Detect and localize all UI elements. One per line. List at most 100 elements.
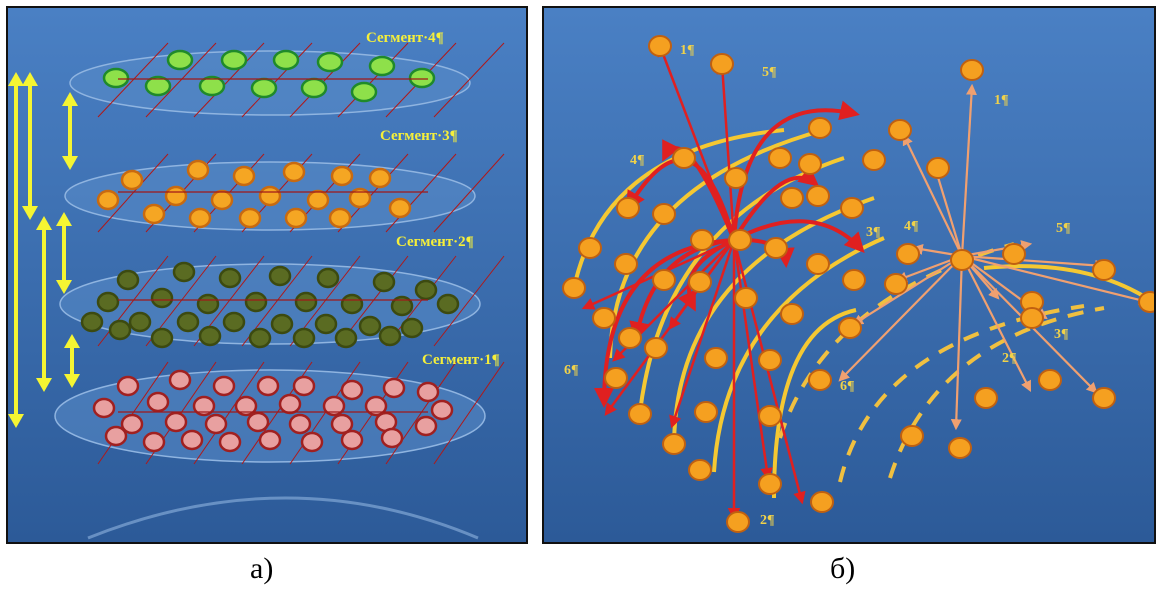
orange-arrow bbox=[931, 161, 964, 257]
segment-particle bbox=[120, 169, 144, 191]
segment-particle bbox=[328, 207, 352, 229]
orange-arrow bbox=[961, 254, 1151, 306]
red-curved-arrow bbox=[677, 238, 735, 312]
diagonal-line bbox=[193, 42, 265, 118]
segment-particle bbox=[116, 375, 140, 397]
segment-particle bbox=[430, 399, 454, 421]
segment-particle bbox=[270, 313, 294, 335]
orange-particle bbox=[628, 403, 652, 425]
segment-particle bbox=[176, 311, 200, 333]
segment-particle bbox=[180, 429, 204, 451]
orange-particle bbox=[614, 253, 638, 275]
segment-4-label: Сегмент·4¶ bbox=[366, 30, 444, 46]
orange-particle bbox=[758, 473, 782, 495]
right-label-2: 2¶ bbox=[1002, 351, 1017, 366]
diagonal-line bbox=[289, 361, 361, 465]
orange-particle bbox=[798, 153, 822, 175]
segment-particle bbox=[340, 379, 364, 401]
red-arrow bbox=[732, 239, 806, 505]
yellow-arrow-head bbox=[64, 374, 80, 388]
segment-particle bbox=[128, 311, 152, 333]
segment-particle bbox=[188, 207, 212, 229]
orange-particle bbox=[896, 243, 920, 265]
segment-particle bbox=[340, 429, 364, 451]
orange-particle bbox=[1138, 291, 1154, 313]
orange-arrow bbox=[950, 255, 964, 431]
segment-diagram-svg: Сегмент·4¶ Сегмент·3¶ Сегмент·2¶ Сегмент… bbox=[8, 8, 526, 542]
segment-particle bbox=[340, 293, 364, 315]
segment-particle bbox=[80, 311, 104, 333]
orange-particle bbox=[662, 433, 686, 455]
yellow-arc bbox=[772, 308, 857, 499]
yellow-arrow-head bbox=[62, 156, 78, 170]
segment-particle bbox=[288, 413, 312, 435]
diagonal-line bbox=[433, 361, 505, 465]
yellow-arc bbox=[712, 236, 885, 473]
orange-particle bbox=[734, 287, 758, 309]
caption-a: а) bbox=[250, 552, 274, 585]
segment-particle bbox=[234, 395, 258, 417]
segment-particle bbox=[272, 49, 300, 71]
diagonal-line bbox=[337, 42, 409, 118]
segment-particle bbox=[92, 397, 116, 419]
segment-particle bbox=[172, 261, 196, 283]
segment-particle bbox=[192, 395, 216, 417]
orange-particle bbox=[974, 387, 998, 409]
right-label-5: 5¶ bbox=[1056, 221, 1071, 236]
orange-arrow bbox=[961, 255, 1031, 392]
panel-b-expansion-diagram: 1¶ 5¶ 4¶ 3¶ 6¶ 2¶ 1¶ 4¶ 5¶ 3¶ 2¶ 6¶ bbox=[542, 6, 1156, 544]
orange-particle bbox=[710, 53, 734, 75]
segment-particle bbox=[258, 185, 282, 207]
segment-particle bbox=[244, 291, 268, 313]
segment-particle bbox=[368, 55, 396, 77]
yellow-arrow-head bbox=[62, 92, 78, 106]
bottom-arc bbox=[87, 496, 479, 540]
segment-2-label: Сегмент·2¶ bbox=[396, 234, 474, 250]
orange-particle bbox=[648, 35, 672, 57]
orange-particle bbox=[808, 117, 832, 139]
red-arrow bbox=[732, 239, 773, 481]
segment-particle bbox=[146, 391, 170, 413]
diagonal-line bbox=[385, 361, 457, 465]
segment-particle bbox=[322, 395, 346, 417]
left-label-1: 1¶ bbox=[680, 43, 695, 58]
yellow-arrow-head bbox=[64, 334, 80, 348]
segment-particle bbox=[108, 319, 132, 341]
left-label-4: 4¶ bbox=[630, 153, 645, 168]
segment-particle bbox=[186, 159, 210, 181]
orange-particle bbox=[768, 147, 792, 169]
diagonal-line bbox=[385, 153, 457, 233]
orange-particle bbox=[724, 167, 748, 189]
segment-particle bbox=[96, 291, 120, 313]
diagonal-line bbox=[193, 361, 265, 465]
orange-particle bbox=[780, 303, 804, 325]
segment-particle bbox=[358, 315, 382, 337]
orange-particle bbox=[764, 237, 788, 259]
segment-particle bbox=[238, 207, 262, 229]
segment-particle bbox=[350, 81, 378, 103]
orange-particle bbox=[960, 59, 984, 81]
orange-particle bbox=[1038, 369, 1062, 391]
segment-particle bbox=[382, 377, 406, 399]
left-label-5: 5¶ bbox=[762, 65, 777, 80]
segment-particle bbox=[168, 369, 192, 391]
red-curved-arrow bbox=[732, 100, 860, 241]
orange-particle bbox=[562, 277, 586, 299]
segment-particle bbox=[408, 67, 436, 89]
orange-particle bbox=[808, 369, 832, 391]
orange-particle bbox=[806, 253, 830, 275]
orange-particle bbox=[884, 273, 908, 295]
orange-arrow bbox=[852, 255, 963, 326]
segment-particle bbox=[390, 295, 414, 317]
segment-particle bbox=[278, 393, 302, 415]
segment-particle bbox=[378, 325, 402, 347]
segment-particle bbox=[144, 75, 172, 97]
orange-particle bbox=[758, 349, 782, 371]
orange-particle bbox=[704, 347, 728, 369]
segment-particle bbox=[204, 413, 228, 435]
segment-particle bbox=[414, 279, 438, 301]
segments-group bbox=[8, 42, 505, 540]
segment-particle bbox=[246, 411, 270, 433]
expansion-group bbox=[562, 35, 1154, 533]
diagonal-line bbox=[97, 361, 169, 465]
